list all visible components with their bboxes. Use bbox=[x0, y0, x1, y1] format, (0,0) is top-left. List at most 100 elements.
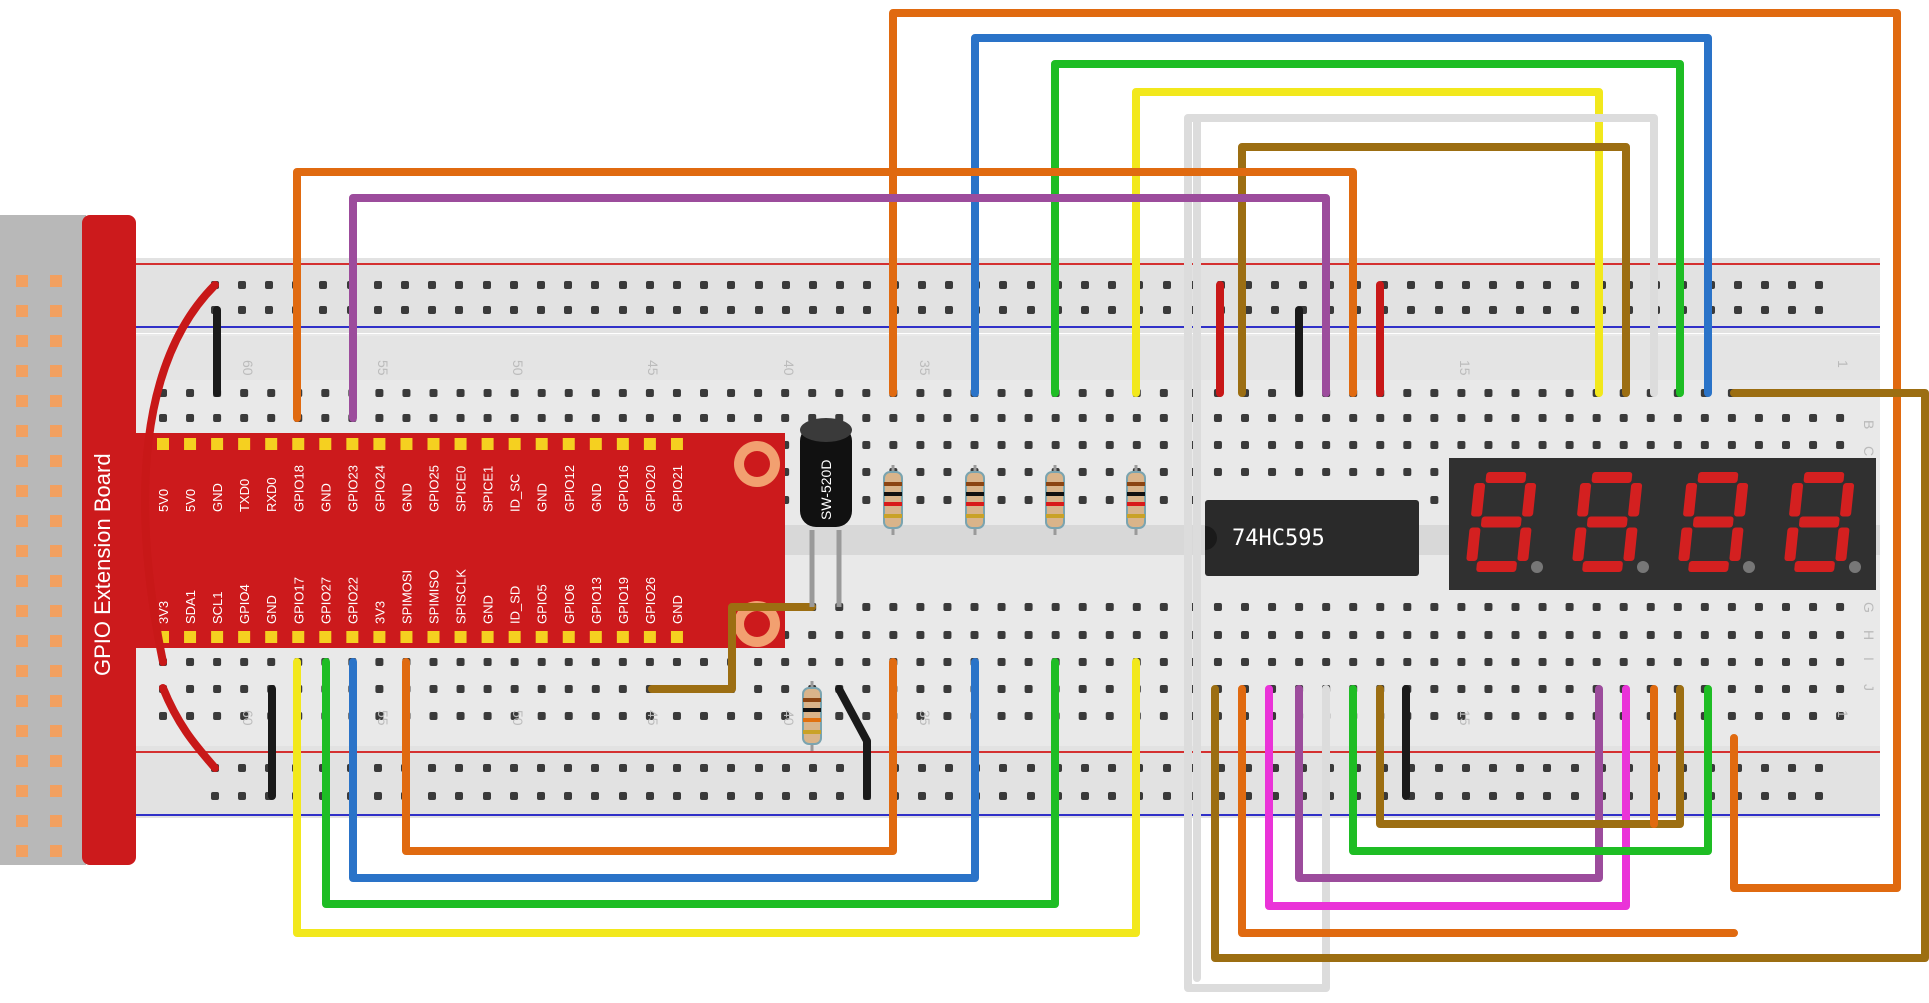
breadboard-hole bbox=[862, 685, 871, 693]
breadboard-hole bbox=[1051, 631, 1060, 639]
breadboard-hole bbox=[943, 712, 952, 720]
breadboard-hole bbox=[754, 685, 763, 693]
breadboard-hole bbox=[618, 414, 627, 422]
column-number-top: 50 bbox=[510, 360, 526, 376]
header-pin bbox=[50, 425, 62, 437]
wire-brown-bottom-right bbox=[1376, 685, 1684, 828]
breadboard-hole bbox=[1754, 603, 1763, 611]
rail-hole bbox=[1108, 792, 1116, 800]
header-pin bbox=[50, 665, 62, 677]
gpio-pin-label-bottom: 3V3 bbox=[372, 601, 387, 624]
gpio-pin-label-bottom: GND bbox=[670, 595, 685, 624]
display-segment bbox=[1591, 472, 1633, 483]
breadboard-hole bbox=[1051, 603, 1060, 611]
header-pin bbox=[16, 785, 28, 797]
breadboard-hole bbox=[510, 389, 519, 397]
rail-hole bbox=[809, 764, 817, 772]
breadboard-hole bbox=[1782, 658, 1790, 666]
breadboard-hole bbox=[889, 603, 898, 611]
gpio-pin-label-top: RXD0 bbox=[264, 477, 279, 512]
rail-hole bbox=[619, 281, 627, 289]
breadboard-hole bbox=[240, 658, 249, 666]
breadboard-hole bbox=[997, 389, 1006, 397]
breadboard-hole bbox=[240, 712, 249, 720]
breadboard-hole bbox=[429, 389, 438, 397]
gpio-pin-label-top: GPIO12 bbox=[562, 465, 577, 512]
breadboard-hole bbox=[375, 389, 384, 397]
breadboard-hole bbox=[808, 389, 817, 397]
tilt-switch-label: SW-520D bbox=[818, 460, 834, 520]
breadboard-hole bbox=[1295, 414, 1304, 422]
column-number-top: 15 bbox=[1457, 360, 1473, 376]
wire-green-bottom-right bbox=[1349, 685, 1712, 855]
breadboard-hole bbox=[1322, 658, 1331, 666]
gpio-pin-label-bottom: SDA1 bbox=[183, 590, 198, 624]
column-number-bottom: 35 bbox=[917, 710, 933, 726]
rail-hole bbox=[564, 764, 572, 772]
resistor-4 bbox=[1126, 465, 1146, 535]
breadboard-hole bbox=[1241, 414, 1249, 422]
rail-hole bbox=[591, 281, 599, 289]
breadboard-hole bbox=[1213, 414, 1222, 422]
breadboard-hole bbox=[754, 712, 763, 720]
wire-yellow-top bbox=[1132, 88, 1603, 397]
breadboard-hole bbox=[645, 712, 654, 720]
breadboard-hole bbox=[1268, 658, 1277, 666]
wire-blue-top bbox=[971, 34, 1712, 397]
rail-hole bbox=[755, 306, 763, 314]
rail-hole bbox=[918, 792, 926, 800]
breadboard-hole bbox=[1430, 603, 1439, 611]
rail-hole bbox=[401, 281, 409, 289]
rail-hole bbox=[1815, 306, 1823, 314]
breadboard-hole bbox=[1376, 468, 1385, 476]
breadboard-hole bbox=[1511, 389, 1520, 397]
breadboard-hole bbox=[402, 389, 411, 397]
wire-purple-gpio23 bbox=[349, 194, 1330, 422]
breadboard-hole bbox=[943, 468, 952, 476]
gpio-pin-label-bottom: GPIO17 bbox=[291, 577, 306, 624]
header-pin bbox=[16, 365, 28, 377]
breadboard-hole bbox=[862, 658, 871, 666]
rail-hole bbox=[727, 792, 735, 800]
rail-hole bbox=[700, 792, 708, 800]
display-segment bbox=[1572, 527, 1587, 561]
rail-hole bbox=[265, 281, 273, 289]
breadboard-hole bbox=[1457, 658, 1466, 666]
breadboard-hole bbox=[1322, 441, 1331, 449]
rail-hole bbox=[863, 281, 871, 289]
gpio-pin-bottom bbox=[292, 631, 305, 643]
rail-hole bbox=[1462, 764, 1470, 772]
rail-hole bbox=[238, 306, 246, 314]
breadboard-hole bbox=[1078, 389, 1087, 397]
breadboard-hole bbox=[1403, 414, 1412, 422]
rail-hole bbox=[564, 306, 572, 314]
breadboard-hole bbox=[1836, 414, 1845, 422]
header-pins bbox=[16, 275, 62, 857]
breadboard-hole bbox=[916, 603, 925, 611]
row-letter-i: I bbox=[1861, 657, 1877, 661]
rail-hole bbox=[836, 792, 844, 800]
header-pin bbox=[50, 575, 62, 587]
rail-hole bbox=[1489, 764, 1497, 772]
breadboard-hole bbox=[429, 658, 438, 666]
breadboard-hole bbox=[1484, 414, 1493, 422]
rail-hole bbox=[809, 281, 817, 289]
gpio-pin-top bbox=[427, 438, 440, 450]
breadboard-hole bbox=[1592, 631, 1601, 639]
rail-hole bbox=[1543, 764, 1551, 772]
breadboard-hole bbox=[835, 658, 844, 666]
breadboard-hole bbox=[1376, 631, 1385, 639]
breadboard-hole bbox=[1376, 658, 1385, 666]
breadboard-hole bbox=[1024, 496, 1033, 504]
breadboard-hole bbox=[916, 631, 925, 639]
gpio-pin-bottom bbox=[400, 631, 413, 643]
rail-hole bbox=[483, 281, 491, 289]
jumper-wires bbox=[141, 9, 1929, 992]
breadboard-hole bbox=[1159, 712, 1168, 720]
breadboard-hole bbox=[943, 631, 952, 639]
rail-hole bbox=[1815, 281, 1823, 289]
